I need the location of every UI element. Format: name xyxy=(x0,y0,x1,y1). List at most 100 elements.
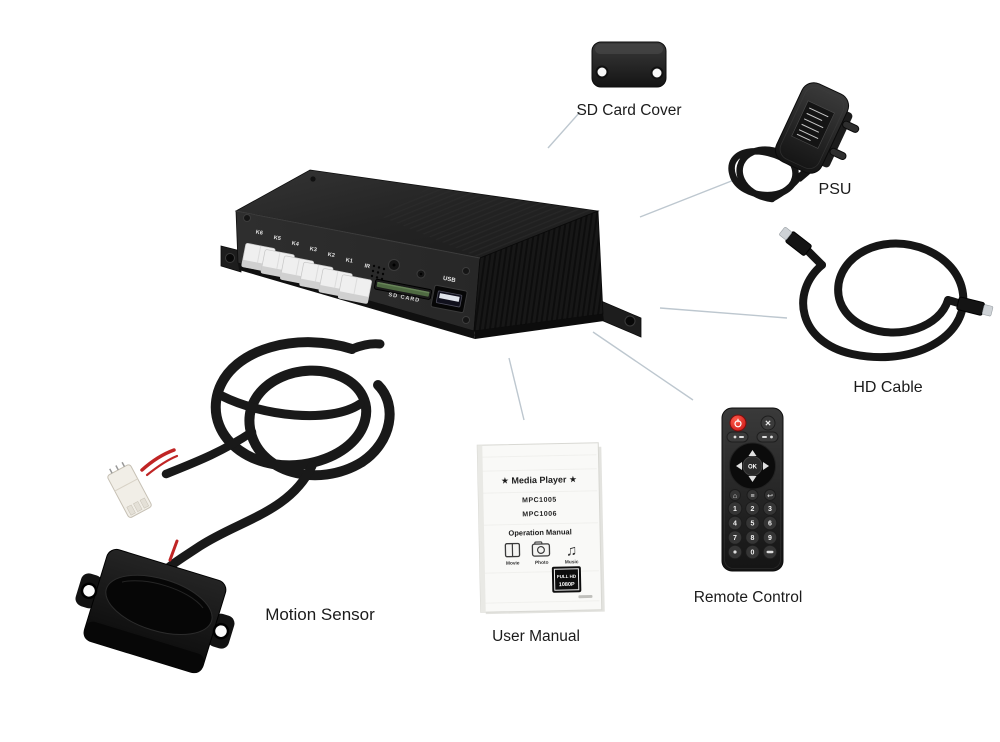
media-player-device: K6 K5 K4 K3 K2 K1 IR xyxy=(220,169,642,339)
device-recessed-hole-1-center xyxy=(392,263,396,267)
psu-adapter xyxy=(728,82,860,203)
menu-button xyxy=(746,489,759,501)
manual-page-texture xyxy=(479,454,600,604)
sd-cover-bend xyxy=(595,44,663,54)
pill-button-right xyxy=(756,431,779,443)
pill-button-left xyxy=(726,431,749,443)
sensor-body-bottom xyxy=(83,621,205,674)
remote-control: OK ⌂ ≡ ↩ 1 2 3 4 5 6 7 8 9 0 xyxy=(721,407,784,572)
home-button xyxy=(729,489,741,501)
sd-cover-hole-left xyxy=(595,65,609,79)
front-label-k1: K1 xyxy=(345,257,353,264)
sensor-lens xyxy=(105,574,213,636)
motion-sensor xyxy=(75,337,395,674)
hd-cable-left-tail xyxy=(802,245,826,269)
psu-cable-tail xyxy=(769,177,800,202)
line-to-hd-cable xyxy=(659,307,788,319)
manual-model-2: MPC1006 xyxy=(522,511,557,519)
front-label-ir: IR xyxy=(364,263,371,270)
sensor-ear-left-hole xyxy=(80,582,98,600)
delete-key-icon xyxy=(766,550,774,554)
device-ir-window-dots xyxy=(370,264,386,281)
front-label-k4: K4 xyxy=(291,241,300,248)
front-label-k5: K5 xyxy=(273,235,281,242)
device-base-right xyxy=(474,314,604,339)
line-to-psu xyxy=(639,179,735,218)
manual-icon-label-movie: Movie xyxy=(506,560,520,566)
mute-icon xyxy=(765,420,771,426)
psu-body-inner-edge xyxy=(779,86,845,170)
psu-plug-pin-bottom xyxy=(829,147,847,161)
manual-icon-label-photo: Photo xyxy=(535,560,549,566)
sd-cover-hole-right xyxy=(650,66,664,80)
digit-0: 0 xyxy=(751,550,755,557)
photo-icon xyxy=(531,541,551,557)
up-icon xyxy=(748,450,757,456)
manual-spine-shadow xyxy=(477,445,486,613)
hd-cable-right-tail xyxy=(944,296,962,307)
device-top-screw xyxy=(309,175,317,183)
hdmi-connector-right xyxy=(956,296,994,317)
line-to-remote xyxy=(592,331,694,401)
digit-6: 6 xyxy=(768,521,772,528)
left-icon xyxy=(736,462,742,470)
device-left-flange-hole xyxy=(225,253,235,263)
pill-left-icon xyxy=(733,435,744,439)
menu-icon: ≡ xyxy=(750,493,754,500)
sensor-white-connector xyxy=(107,461,152,518)
front-label-k3: K3 xyxy=(309,246,317,253)
device-usb-port xyxy=(430,284,468,314)
sensor-red-wire-connector-2 xyxy=(145,454,179,477)
right-icon xyxy=(763,462,769,470)
aux-key-icon xyxy=(733,550,737,554)
manual-footnote-mark xyxy=(578,594,593,599)
device-terminal-blocks xyxy=(241,242,372,304)
pill-right-icon xyxy=(762,435,773,439)
movie-icon xyxy=(504,542,521,558)
line-to-manual xyxy=(508,357,525,421)
manual-subtitle: Operation Manual xyxy=(508,527,572,537)
sensor-lens-highlight xyxy=(121,580,204,609)
digit-2: 2 xyxy=(751,506,755,513)
back-button xyxy=(764,489,776,501)
user-manual-label: User Manual xyxy=(492,628,580,645)
music-icon: ♫ xyxy=(566,542,578,559)
ok-button xyxy=(742,456,763,476)
hd-badge-line1: FULL HD xyxy=(557,574,577,579)
digit-8: 8 xyxy=(751,535,755,542)
digit-1: 1 xyxy=(733,506,737,513)
psu-plug-pin-top xyxy=(842,120,860,133)
ok-button-label: OK xyxy=(748,465,758,471)
digit-keys: 1 2 3 4 5 6 7 8 9 0 xyxy=(727,501,778,560)
remote-control-label: Remote Control xyxy=(693,589,803,606)
digit-4: 4 xyxy=(733,521,737,528)
device-usb-label: USB xyxy=(442,276,456,284)
manual-title: ★ Media Player ★ xyxy=(501,474,577,486)
motion-sensor-cable xyxy=(161,337,395,573)
manual-icon-label-music: Music xyxy=(565,559,579,565)
sensor-ear-right-hole xyxy=(212,622,230,640)
device-top-fins xyxy=(380,187,598,258)
remote-body-edge xyxy=(724,410,781,569)
device-sd-slot xyxy=(373,278,433,300)
device-right-flange-hole xyxy=(624,315,636,327)
line-to-sd-cover xyxy=(547,111,581,149)
psu-label: PSU xyxy=(818,181,852,198)
device-recessed-hole-2-center xyxy=(419,272,423,276)
hd-cable-label: HD Cable xyxy=(853,379,923,396)
hd-cable xyxy=(779,227,994,362)
front-label-k6: K6 xyxy=(255,229,263,236)
manual-model-1: MPC1005 xyxy=(522,497,557,505)
digit-9: 9 xyxy=(768,535,772,542)
digit-7: 7 xyxy=(733,535,737,542)
device-front-top-bevel xyxy=(235,210,481,259)
digit-5: 5 xyxy=(751,521,755,528)
hd-badge-line2: 1080P xyxy=(559,582,575,588)
power-icon xyxy=(734,418,742,428)
sd-card-cover xyxy=(591,41,667,88)
device-front-labels: K6 K5 K4 K3 K2 K1 IR xyxy=(255,229,370,270)
user-manual: ★ Media Player ★ MPC1005 MPC1006 Operati… xyxy=(476,442,605,615)
connector-lines xyxy=(508,111,788,421)
